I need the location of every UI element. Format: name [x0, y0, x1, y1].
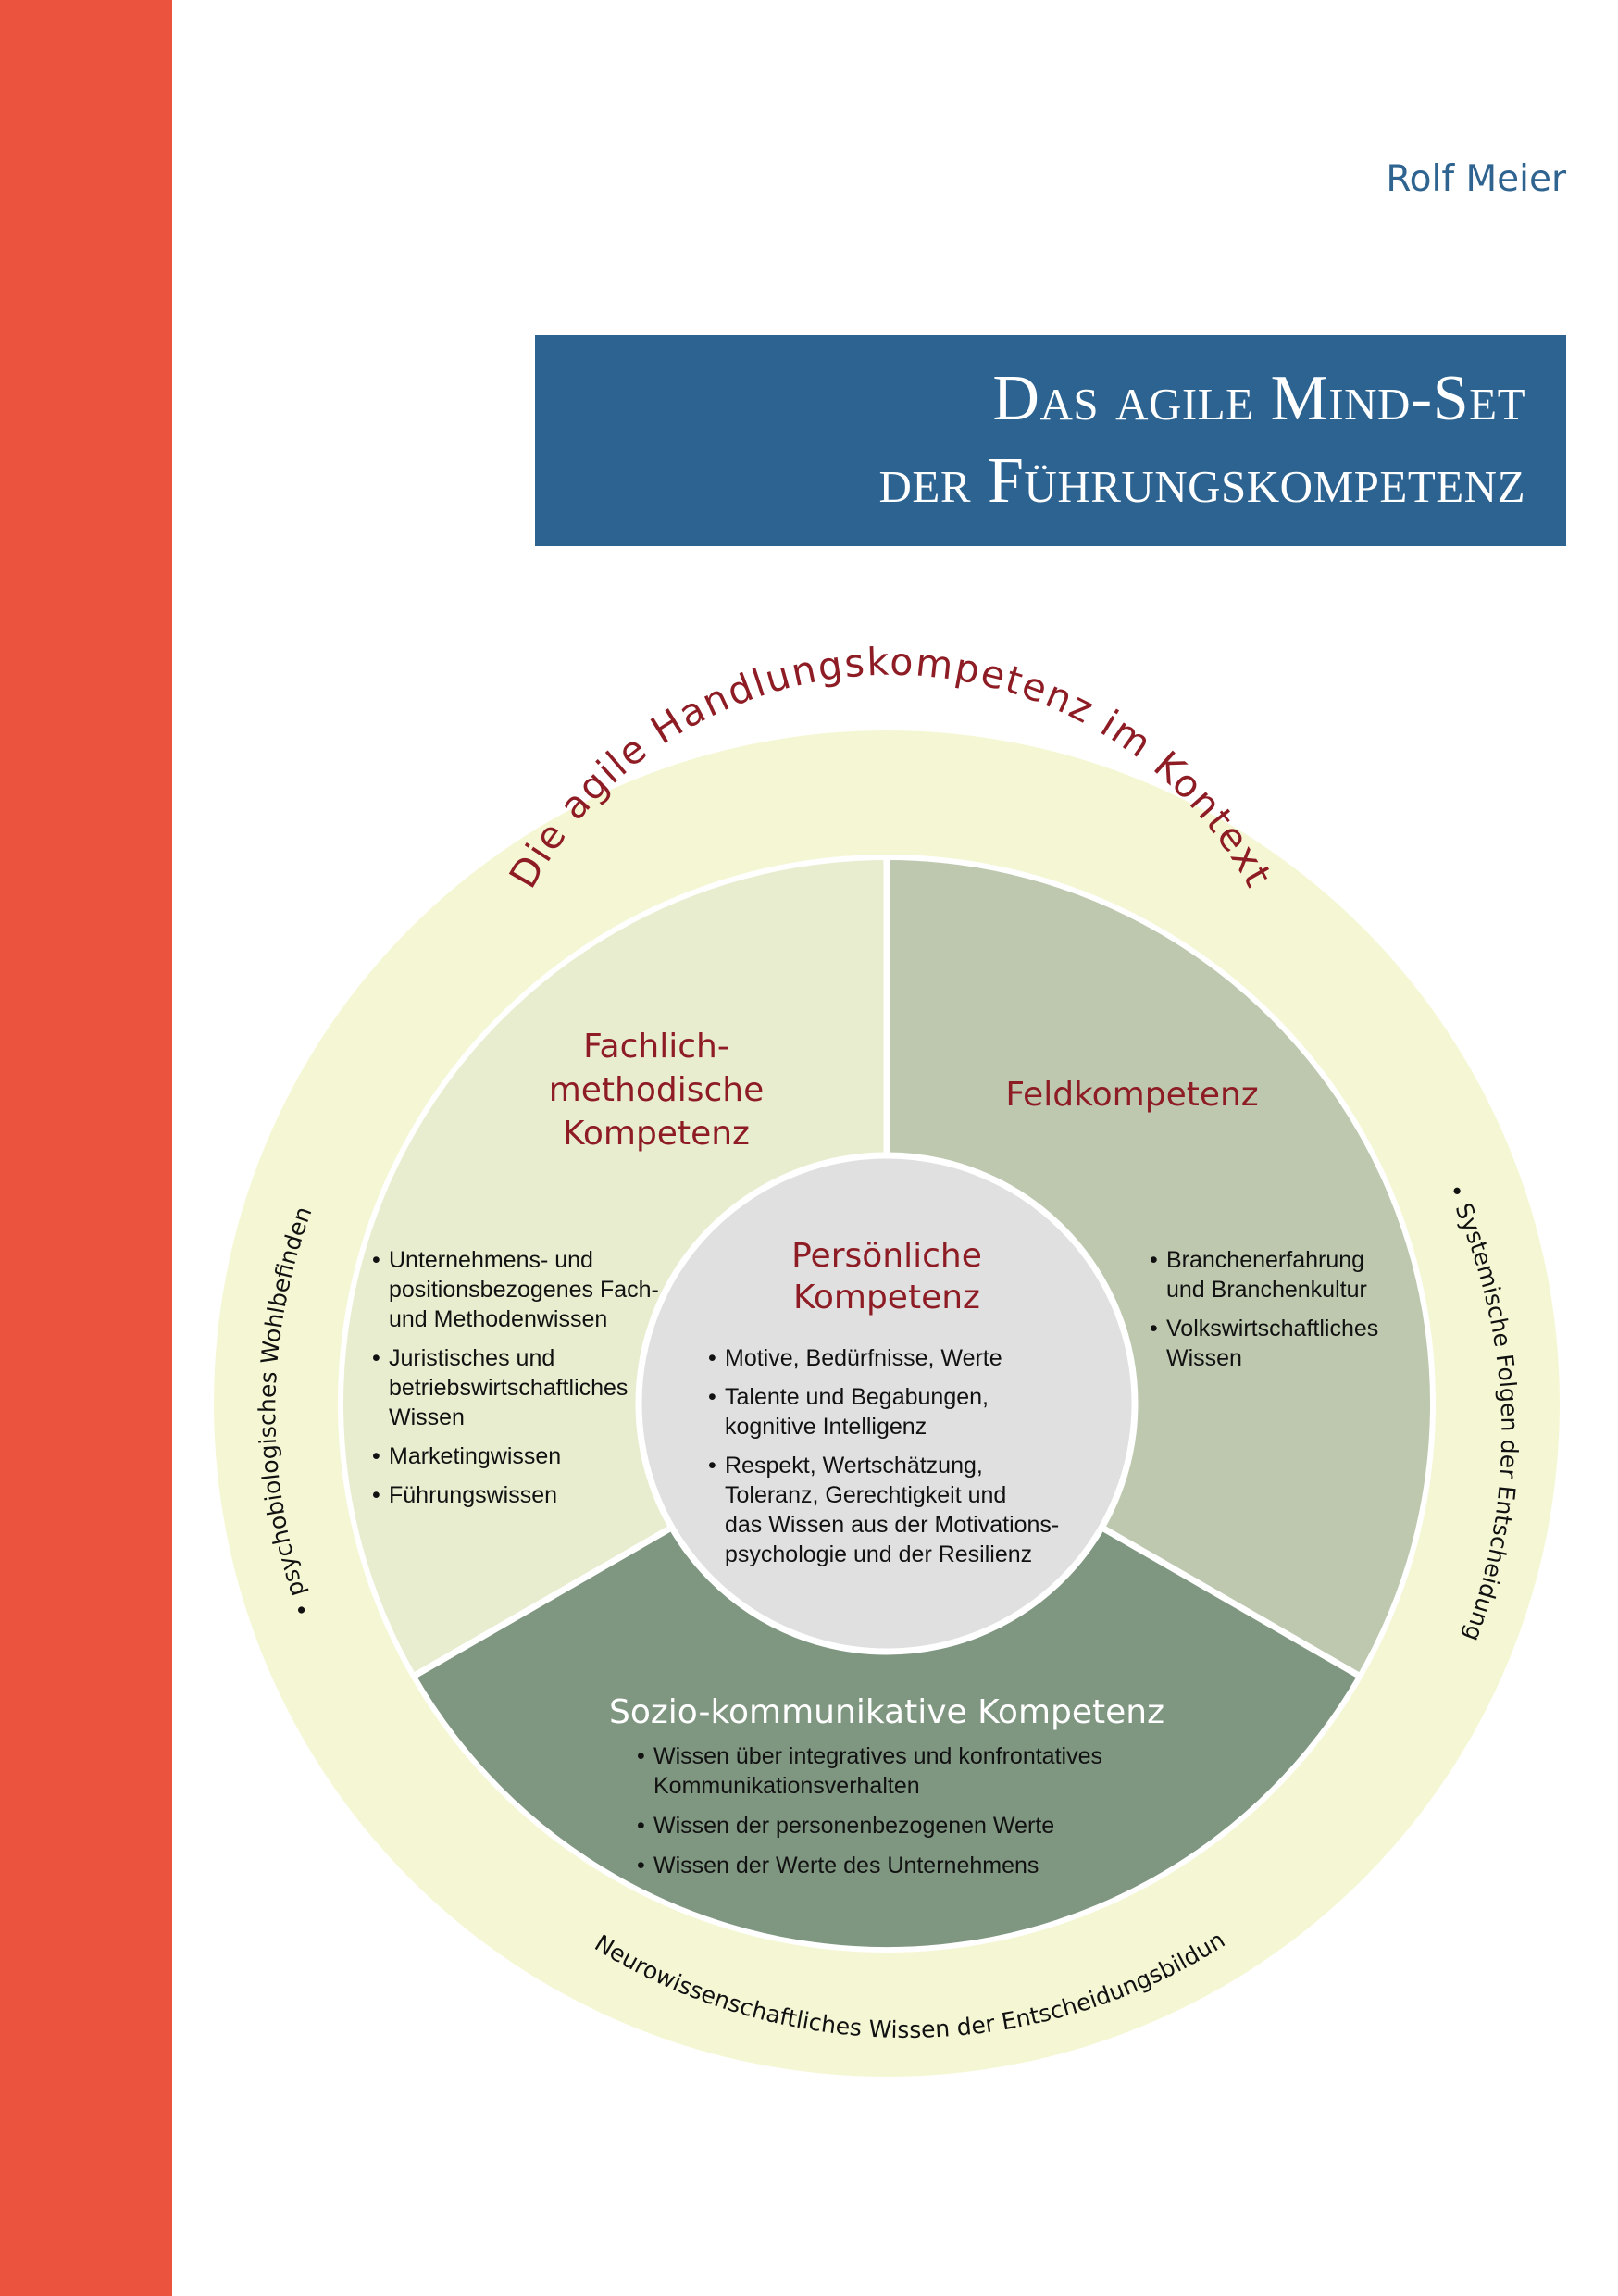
bullet-item-line: Unternehmens- und	[389, 1247, 593, 1273]
section-title-line: Fachlich-	[583, 1028, 729, 1066]
section-title-line: Feldkompetenz	[1005, 1076, 1258, 1114]
bullet-item-line: Volkswirtschaftliches	[1166, 1316, 1378, 1341]
bullet-icon: •	[708, 1345, 716, 1371]
bullet-icon: •	[637, 1853, 645, 1878]
bullet-icon: •	[1150, 1316, 1158, 1341]
bullet-item-line: Marketingwissen	[389, 1443, 561, 1469]
bullet-icon: •	[708, 1384, 716, 1410]
bullet-item-line: Motive, Bedürfnisse, Werte	[725, 1345, 1002, 1371]
title-line-1: Das agile Mind-Set	[992, 363, 1525, 434]
section-title-line: Kompetenz	[793, 1279, 980, 1316]
bullet-item-line: das Wissen aus der Motivations-	[725, 1512, 1059, 1538]
persoenliche-kompetenz-circle	[635, 1152, 1139, 1655]
title-line-2: der Führungskompetenz	[878, 445, 1525, 517]
bullet-item-line: Branchenerfahrung	[1166, 1247, 1364, 1273]
bullet-item-line: Talente und Begabungen,	[725, 1384, 989, 1410]
bullet-icon: •	[372, 1345, 380, 1371]
cover-spine-band	[0, 0, 172, 2296]
bullet-icon: •	[372, 1247, 380, 1273]
bullet-item-line: Wissen	[389, 1404, 465, 1430]
section-title-line: Kompetenz	[563, 1115, 750, 1153]
bullet-item-line: Juristisches und	[389, 1345, 554, 1371]
bullet-icon: •	[708, 1453, 716, 1479]
bullet-item-line: psychologie und der Resilienz	[725, 1541, 1032, 1567]
bullet-item-line: Respekt, Wertschätzung,	[725, 1453, 983, 1479]
bullet-icon: •	[1150, 1247, 1158, 1273]
section-title-line: Persönliche	[791, 1237, 982, 1275]
bullet-item-line: und Methodenwissen	[389, 1306, 607, 1332]
bullet-item-line: Wissen der personenbezogenen Werte	[653, 1813, 1054, 1839]
bullet-item-line: Wissen	[1166, 1345, 1242, 1371]
bullet-item-line: kognitive Intelligenz	[725, 1414, 927, 1440]
section-title-line: Sozio-kommunikative Kompetenz	[609, 1693, 1164, 1731]
bullet-icon: •	[372, 1482, 380, 1508]
bullet-icon: •	[372, 1443, 380, 1469]
bullet-item-line: Wissen der Werte des Unternehmens	[653, 1853, 1039, 1878]
author-name: Rolf Meier	[1386, 158, 1566, 200]
bullet-icon: •	[637, 1743, 645, 1769]
feldkompetenz-content: Feldkompetenz • Branchenerfahrung und Branc…	[1005, 1076, 1378, 1371]
bullet-item-line: und Branchenkultur	[1166, 1277, 1367, 1303]
bullet-item-line: Toleranz, Gerechtigkeit und	[725, 1482, 1006, 1508]
bullet-item-line: positionsbezogenes Fach-	[389, 1277, 659, 1303]
sozio-kommunikative-content: Sozio-kommunikative Kompetenz • Wissen übe…	[609, 1693, 1164, 1878]
title-box: Das agile Mind-Set der Führungskompetenz	[535, 335, 1566, 546]
bullet-item-line: Wissen über integratives und konfrontati…	[653, 1743, 1102, 1769]
bullet-item-line: betriebswirtschaftliches	[389, 1375, 628, 1401]
bullet-item-line: Führungswissen	[389, 1482, 557, 1508]
bullet-icon: •	[637, 1813, 645, 1839]
section-title-line: methodische	[549, 1071, 765, 1109]
bullet-item-line: Kommunikationsverhalten	[653, 1773, 920, 1799]
